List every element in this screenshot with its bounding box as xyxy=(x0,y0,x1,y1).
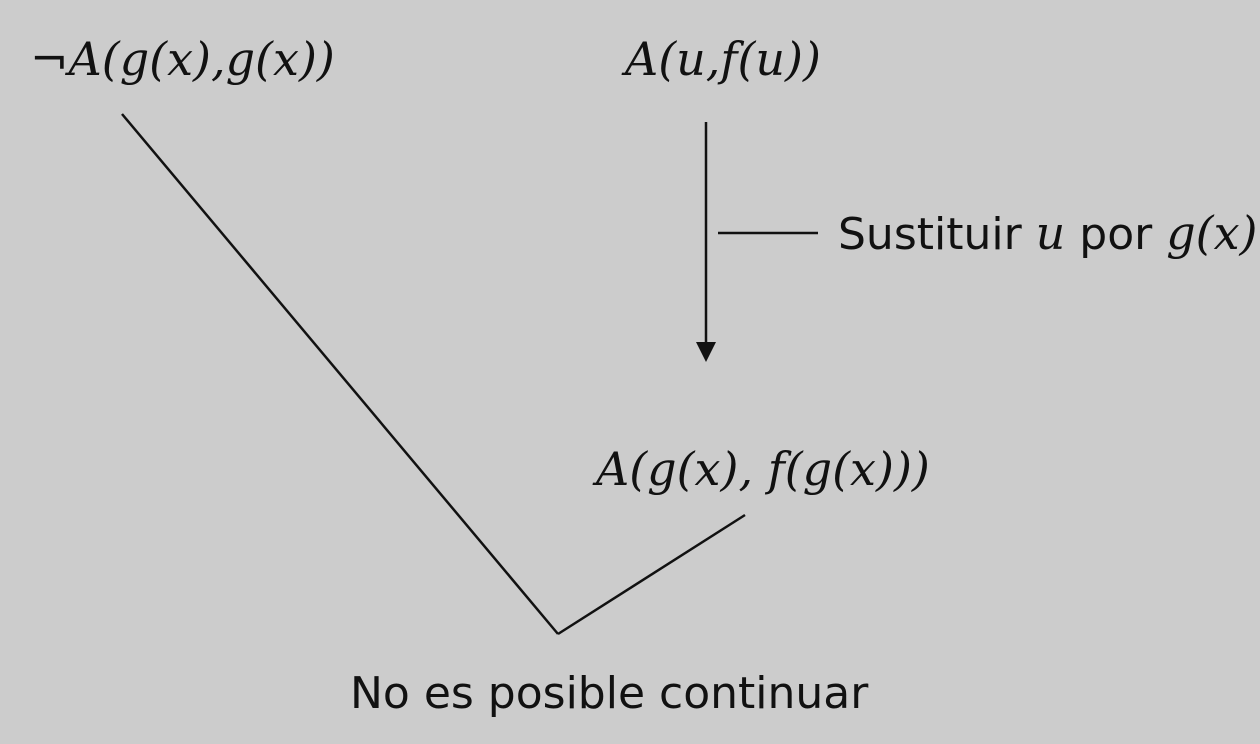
source-clause-label: A(u,f(u)) xyxy=(625,32,821,86)
right-branch-line xyxy=(557,513,746,636)
conclusion-label: No es posible continuar xyxy=(350,668,869,719)
negated-clause-label: ¬A(g(x),g(x)) xyxy=(30,32,335,86)
result-clause-label: A(g(x), f(g(x))) xyxy=(596,442,930,496)
arrowhead-icon xyxy=(696,342,716,362)
annotation-prefix: Sustituir xyxy=(838,209,1036,260)
annotation-term: g(x) xyxy=(1166,206,1258,260)
substitution-annotation: Sustituir u por g(x) xyxy=(838,210,1258,257)
annotation-variable: u xyxy=(1035,206,1066,260)
annotation-middle: por xyxy=(1065,209,1167,260)
left-branch-line xyxy=(121,113,559,635)
